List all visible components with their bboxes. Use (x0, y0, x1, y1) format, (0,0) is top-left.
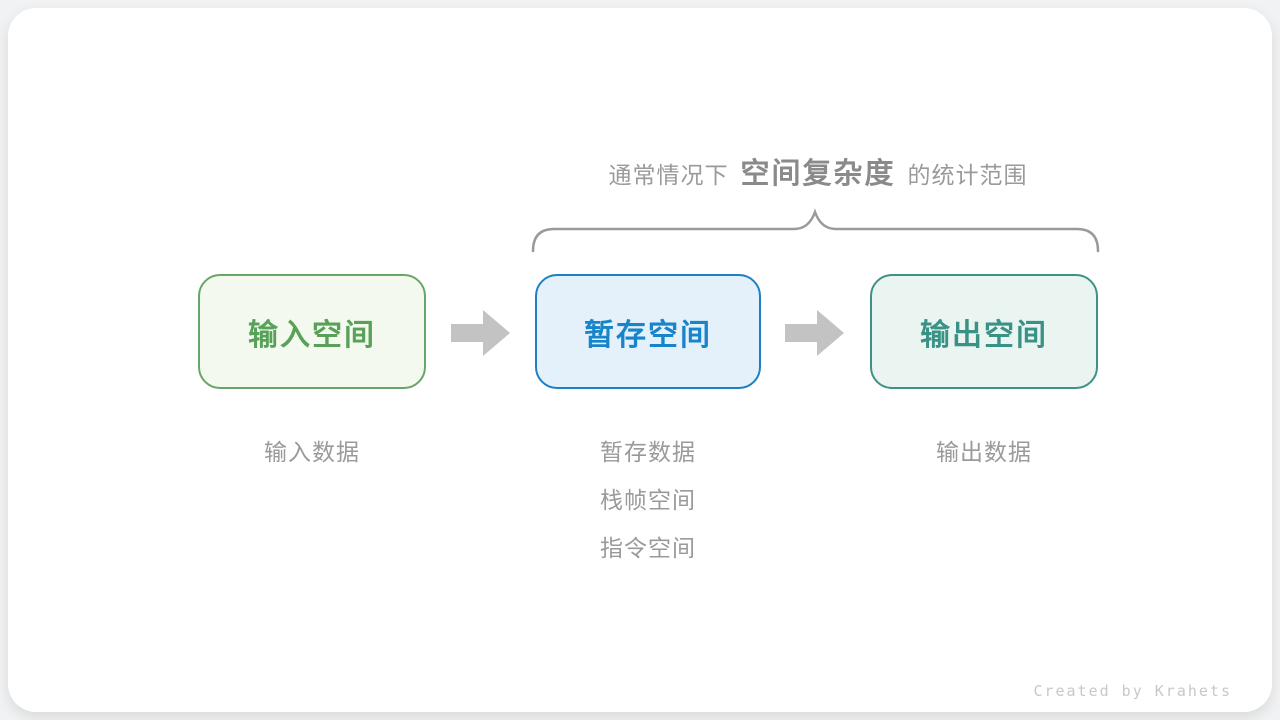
sublabel-stack-frame-space: 栈帧空间 (600, 487, 696, 513)
box-input-space: 输入空间 (198, 274, 426, 389)
sublabel-input-data: 输入数据 (264, 439, 360, 465)
box-temp-space: 暂存空间 (535, 274, 761, 389)
credit-text: Created by Krahets (1033, 682, 1232, 700)
box-output-space-label: 输出空间 (920, 318, 1048, 352)
sublabels-input-space: 输入数据 (198, 428, 426, 476)
box-input-space-label: 输入空间 (248, 318, 376, 352)
curly-brace (531, 208, 1100, 253)
box-output-space: 输出空间 (870, 274, 1098, 389)
sublabel-temp-data: 暂存数据 (600, 439, 696, 465)
caption-highlight: 空间复杂度 (740, 158, 896, 190)
sublabel-output-data: 输出数据 (936, 439, 1032, 465)
caption: 通常情况下空间复杂度的统计范围 (468, 150, 1168, 198)
arrow-right-icon (451, 310, 510, 356)
sublabel-instruction-space: 指令空间 (600, 535, 696, 561)
arrow-right-icon (785, 310, 844, 356)
sublabels-temp-space: 暂存数据 栈帧空间 指令空间 (535, 428, 761, 572)
diagram-card: 通常情况下空间复杂度的统计范围 输入空间 暂存空间 输出空间 输入数据 暂存数据… (8, 8, 1272, 712)
box-temp-space-label: 暂存空间 (584, 318, 712, 352)
caption-suffix: 的统计范围 (907, 162, 1028, 188)
sublabels-output-space: 输出数据 (870, 428, 1098, 476)
caption-prefix: 通常情况下 (608, 162, 729, 188)
